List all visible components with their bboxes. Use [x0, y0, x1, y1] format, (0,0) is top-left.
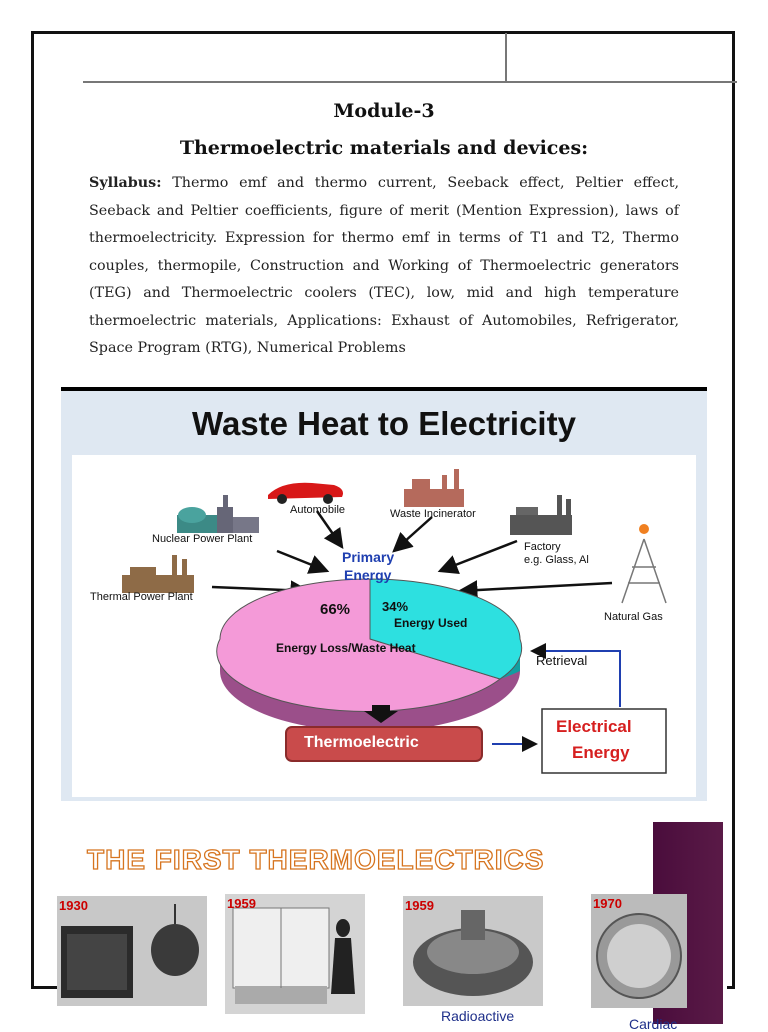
factory-icon: [510, 495, 572, 535]
thermal-label: Thermal Power Plant: [90, 591, 193, 603]
loss-percent: 66%: [320, 601, 351, 618]
year-label-2: 1959: [227, 896, 256, 911]
down-arrow: [364, 705, 398, 723]
caption-cardiac: Cardiac: [629, 1016, 678, 1032]
diagram-graphics: [122, 469, 667, 774]
module-title: Module-3: [333, 100, 435, 122]
pacemaker-graphic: [596, 913, 682, 999]
header-divider: [505, 33, 507, 83]
refrigerator-graphic: [232, 907, 355, 1004]
syllabus-label: Syllabus:: [89, 175, 162, 191]
thermoelectric-label: Thermoelectric: [304, 734, 419, 751]
used-percent: 34%: [382, 599, 409, 614]
loss-label: Energy Loss/Waste Heat: [276, 641, 416, 655]
electrical-label-2: Energy: [572, 743, 630, 762]
photo-radioactive-1959: 1959: [403, 896, 543, 1006]
year-label-1: 1930: [59, 898, 88, 913]
photo-cardiac-1970: 1970: [591, 894, 687, 1008]
primary-energy-label-1: Primary: [342, 549, 395, 565]
first-thermoelectrics-figure: THE FIRST THERMOELECTRICS 1930 1959 1959: [57, 820, 727, 1032]
thermal-plant-icon: [122, 555, 194, 593]
pie-slice-used: [369, 578, 523, 680]
radioactive-generator-graphic: [413, 910, 533, 996]
thermoelectric-box: [285, 726, 483, 762]
primary-energy-label-2: Energy: [344, 567, 392, 583]
caption-radioactive: Radioactive: [441, 1008, 515, 1024]
automobile-icon: [268, 482, 343, 504]
diagram-panel: Nuclear Power Plant Automobile Waste Inc…: [72, 455, 696, 797]
figure-title: Waste Heat to Electricity: [192, 405, 576, 442]
retrieval-arrow: [530, 643, 621, 707]
syllabus-text: Thermo emf and thermo current, Seeback e…: [89, 175, 679, 356]
header-rule: [83, 81, 737, 83]
pie-slice-loss: [216, 578, 502, 712]
strip-title: THE FIRST THERMOELECTRICS: [86, 843, 545, 875]
year-label-4: 1970: [593, 896, 622, 911]
nuclear-plant-icon: [177, 495, 259, 533]
syllabus-paragraph: Syllabus: Thermo emf and thermo current,…: [89, 170, 679, 363]
input-arrows: [211, 510, 613, 601]
chapter-title: Thermoelectric materials and devices:: [179, 137, 589, 159]
incinerator-icon: [404, 469, 464, 507]
incinerator-label: Waste Incinerator: [390, 508, 476, 520]
electrical-box: [541, 708, 667, 774]
used-label: Energy Used: [394, 616, 468, 630]
electrical-label-1: Electrical: [556, 717, 632, 736]
factory-label-1: Factory: [524, 541, 561, 553]
nuclear-label: Nuclear Power Plant: [152, 533, 253, 545]
photo-radio-1930: 1930: [57, 896, 207, 1006]
gas-label: Natural Gas: [604, 611, 663, 623]
energy-pie: [216, 578, 523, 732]
gas-rig-icon: [621, 524, 667, 604]
factory-label-2: e.g. Glass, Al: [524, 554, 589, 566]
automobile-label: Automobile: [290, 504, 346, 516]
waste-heat-figure: Waste Heat to Electricity: [61, 387, 707, 801]
retrieval-label: Retrieval: [536, 653, 588, 668]
photo-refrigerator-1959: 1959: [225, 894, 365, 1014]
radio-graphic: [61, 904, 199, 998]
year-label-3: 1959: [405, 898, 434, 913]
